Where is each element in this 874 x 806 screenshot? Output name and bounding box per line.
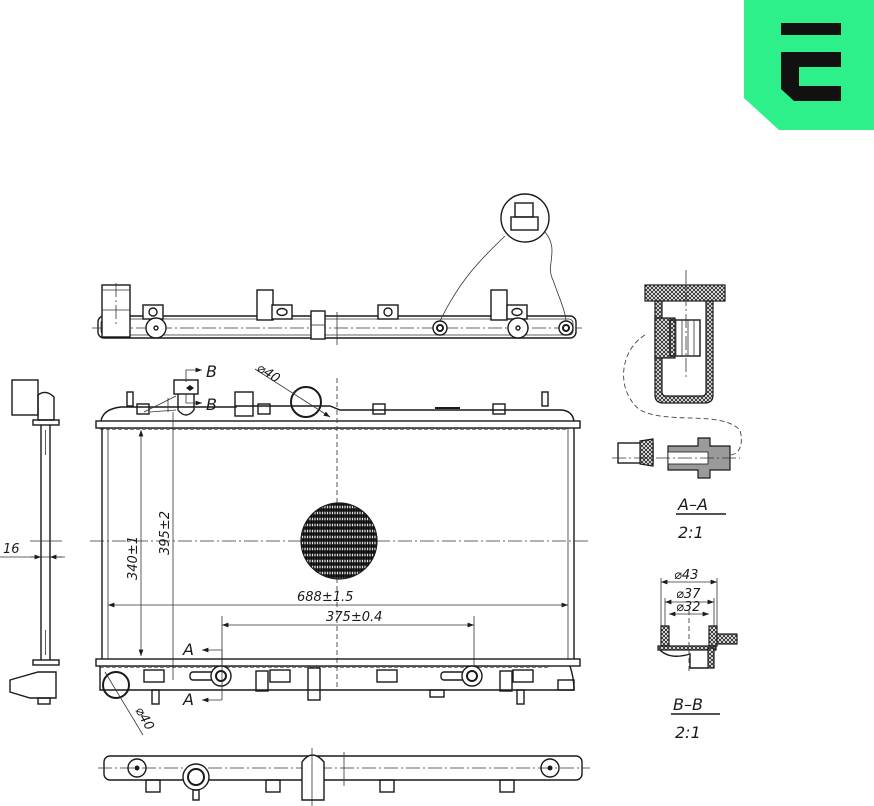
bottom-tank-view [98, 748, 590, 806]
core-width-dimension: 688±1.5 [297, 590, 353, 605]
e-letter-logo-icon [744, 0, 874, 130]
section-a-marker-bottom: A [182, 690, 194, 709]
upper-hose-diameter-label: ⌀40 [254, 361, 283, 387]
section-b-marker-top: B [206, 362, 217, 381]
top-tank-top-view [92, 193, 582, 345]
section-b-scale: 2:1 [675, 723, 701, 742]
brand-logo [744, 0, 874, 130]
radiator-side-view: 16 [0, 379, 65, 705]
section-b-mid-diameter: ⌀37 [676, 587, 701, 602]
section-a-title: A–A [677, 495, 708, 514]
section-b-inner-diameter: ⌀32 [676, 600, 700, 615]
section-a-a-detail: A–A 2:1 [612, 270, 742, 542]
core-height-dimension: 340±1 [126, 536, 141, 580]
lower-hose-diameter-label: ⌀40 [132, 705, 157, 734]
section-b-title: B–B [673, 695, 703, 714]
thickness-dimension: 16 [3, 542, 20, 557]
section-a-scale: 2:1 [678, 523, 704, 542]
section-b-outer-diameter: ⌀43 [674, 568, 698, 583]
radiator-front-view: B B ⌀40 688±1.5 375±0.4 340±1 395±2 ⌀40 [90, 361, 590, 736]
section-b-b-detail: ⌀43 ⌀37 ⌀32 B–B 2:1 [657, 568, 738, 742]
inlet-outlet-spacing-dimension: 375±0.4 [326, 610, 382, 625]
overall-height-dimension: 395±2 [158, 511, 173, 555]
section-b-marker-bottom: B [206, 395, 217, 414]
section-a-marker-top: A [182, 640, 194, 659]
